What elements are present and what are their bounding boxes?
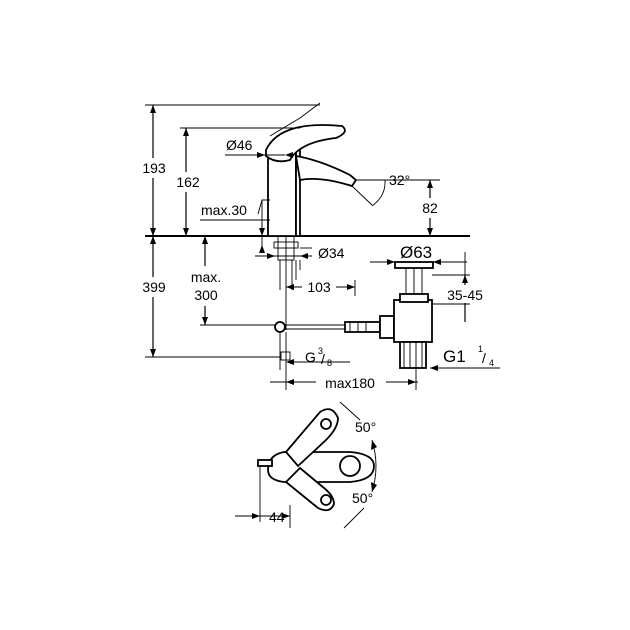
dim-g114-label: G1 bbox=[443, 347, 466, 366]
dim-max180-label: max180 bbox=[325, 375, 375, 391]
faucet-top-view bbox=[257, 408, 375, 522]
dim-50deg-top-label: 50° bbox=[355, 419, 376, 435]
dim-193-label: 193 bbox=[142, 160, 166, 176]
dim-103-label: 103 bbox=[307, 279, 331, 295]
dim-34-label: Ø34 bbox=[318, 245, 345, 261]
dim-max30-label: max.30 bbox=[201, 202, 247, 218]
dim-63-label: Ø63 bbox=[400, 243, 432, 262]
dim-44-label: 44 bbox=[269, 509, 285, 525]
dim-46-label: Ø46 bbox=[226, 137, 253, 153]
dim-g38-label: G bbox=[305, 349, 316, 365]
dim-g38-num: 3 bbox=[318, 346, 323, 356]
dim-g38-den: 8 bbox=[327, 358, 332, 368]
waste-fitting bbox=[344, 261, 434, 369]
dim-82-label: 82 bbox=[422, 200, 438, 216]
dim-300-label: 300 bbox=[194, 287, 218, 303]
dim-g114-num: 1 bbox=[478, 344, 483, 354]
shank bbox=[273, 235, 301, 330]
supply-pipe bbox=[274, 321, 345, 370]
faucet-side-view bbox=[257, 102, 358, 237]
svg-text:/: / bbox=[321, 351, 325, 367]
dim-g114-den: 4 bbox=[489, 358, 494, 368]
dim-max-label: max. bbox=[191, 269, 221, 285]
dim-50deg-bottom-label: 50° bbox=[352, 490, 373, 506]
dim-399-label: 399 bbox=[142, 279, 166, 295]
svg-text:/: / bbox=[482, 350, 486, 366]
dim-162-label: 162 bbox=[176, 174, 200, 190]
dim-3545-label: 35-45 bbox=[447, 287, 483, 303]
